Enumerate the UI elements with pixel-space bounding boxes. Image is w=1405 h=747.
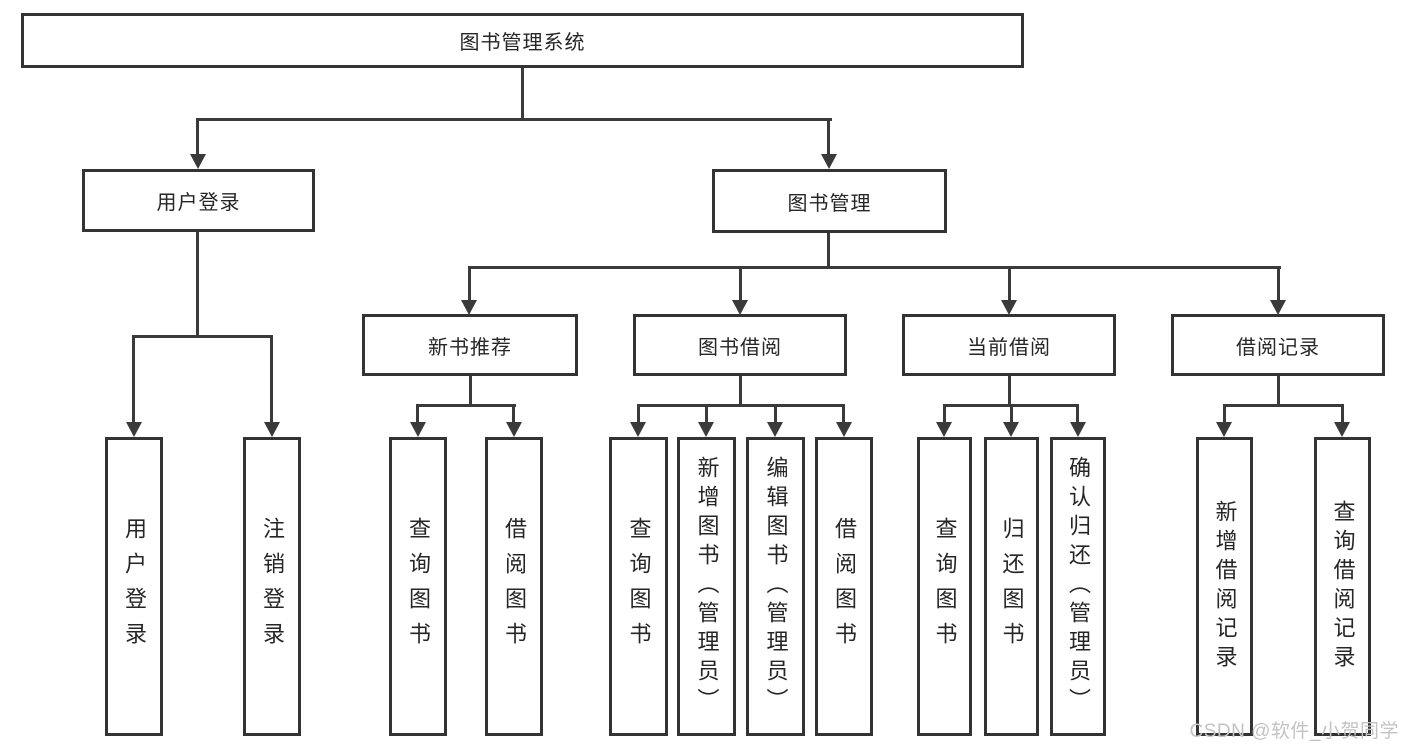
node-new-book-recommend: 新书推荐 (362, 314, 578, 376)
arrow-down-icon (190, 154, 206, 169)
node-book-management: 图书管理 (712, 169, 947, 233)
csdn-watermark: CSDN @软件_小贺同学 (1189, 721, 1399, 742)
leaf-edit-books-admin: 编辑图书（管理员） (746, 437, 805, 736)
arrow-down-icon (126, 422, 142, 437)
arrow-down-icon (264, 422, 280, 437)
node-label: 确认归还（管理员） (1066, 456, 1091, 717)
node-root-system: 图书管理系统 (21, 13, 1024, 68)
connector-line (842, 404, 845, 424)
connector-line (468, 266, 1281, 269)
connector-line (1341, 404, 1344, 424)
connector-line (827, 118, 830, 156)
node-label: 用户登录 (156, 192, 241, 214)
node-label: 注销登录 (260, 516, 285, 657)
connector-line (521, 68, 524, 120)
leaf-confirm-return-admin: 确认归还（管理员） (1050, 437, 1106, 736)
arrow-down-icon (1003, 422, 1019, 437)
node-label: 新增图书（管理员） (694, 456, 720, 717)
connector-line (1076, 404, 1079, 424)
node-label: 当前借阅 (967, 336, 1051, 359)
arrow-down-icon (732, 300, 748, 315)
connector-line (196, 118, 832, 121)
connector-line (1008, 376, 1011, 406)
leaf-borrow-books: 借阅图书 (485, 437, 543, 736)
connector-line (1277, 266, 1280, 303)
node-user-login: 用户登录 (82, 169, 315, 232)
node-label: 新增借阅记录 (1212, 499, 1238, 674)
arrow-down-icon (1334, 422, 1350, 437)
node-label: 借阅记录 (1236, 336, 1320, 359)
node-label: 借阅图书 (832, 516, 857, 657)
arrow-down-icon (506, 422, 522, 437)
leaf-logout: 注销登录 (243, 437, 301, 736)
connector-line (1223, 404, 1344, 407)
connector-line (774, 404, 777, 424)
arrow-down-icon (821, 154, 837, 169)
arrow-down-icon (410, 422, 426, 437)
connector-line (943, 404, 946, 424)
arrow-down-icon (630, 422, 646, 437)
node-label: 查询图书 (932, 516, 958, 657)
connector-line (416, 404, 419, 424)
leaf-user-login: 用户登录 (105, 437, 163, 736)
node-label: 图书管理系统 (459, 32, 586, 54)
connector-line (1008, 266, 1011, 303)
connector-line (827, 233, 830, 269)
connector-line (468, 266, 471, 303)
leaf-query-borrow-record: 查询借阅记录 (1314, 437, 1371, 736)
node-label: 查询图书 (626, 516, 652, 657)
connector-line (1010, 404, 1013, 424)
connector-line (132, 335, 273, 338)
node-label: 借阅图书 (502, 516, 527, 657)
node-current-borrow: 当前借阅 (902, 314, 1116, 376)
connector-line (270, 335, 273, 423)
node-label: 新书推荐 (428, 336, 512, 359)
arrow-down-icon (936, 422, 952, 437)
leaf-query-books: 查询图书 (609, 437, 668, 736)
connector-line (512, 404, 515, 424)
arrow-down-icon (461, 300, 477, 315)
node-label: 编辑图书（管理员） (763, 456, 789, 717)
connector-line (1277, 376, 1280, 406)
leaf-borrow-books: 借阅图书 (815, 437, 873, 736)
connector-line (637, 404, 845, 407)
node-label: 归还图书 (999, 516, 1025, 657)
node-borrow-records: 借阅记录 (1171, 314, 1385, 376)
connector-line (705, 404, 708, 424)
connector-line (739, 376, 742, 406)
connector-line (469, 376, 472, 406)
node-label: 图书管理 (787, 192, 872, 215)
connector-line (739, 266, 742, 303)
connector-line (196, 232, 199, 338)
connector-line (637, 404, 640, 424)
node-label: 图书借阅 (698, 336, 782, 359)
leaf-query-books: 查询图书 (917, 437, 972, 736)
arrow-down-icon (767, 422, 783, 437)
arrow-down-icon (1001, 300, 1017, 315)
leaf-return-books: 归还图书 (984, 437, 1039, 736)
arrow-down-icon (1270, 300, 1286, 315)
arrow-down-icon (1070, 422, 1086, 437)
leaf-add-books-admin: 新增图书（管理员） (677, 437, 736, 736)
node-label: 查询借阅记录 (1330, 499, 1356, 674)
connector-line (416, 404, 516, 407)
arrow-down-icon (1216, 422, 1232, 437)
node-label: 查询图书 (406, 516, 431, 657)
arrow-down-icon (836, 422, 852, 437)
arrow-down-icon (698, 422, 714, 437)
connector-line (132, 335, 135, 423)
connector-line (196, 118, 199, 156)
connector-line (1223, 404, 1226, 424)
node-label: 用户登录 (122, 516, 147, 657)
leaf-query-books: 查询图书 (389, 437, 447, 736)
leaf-add-borrow-record: 新增借阅记录 (1196, 437, 1253, 736)
node-book-borrow: 图书借阅 (633, 314, 847, 376)
